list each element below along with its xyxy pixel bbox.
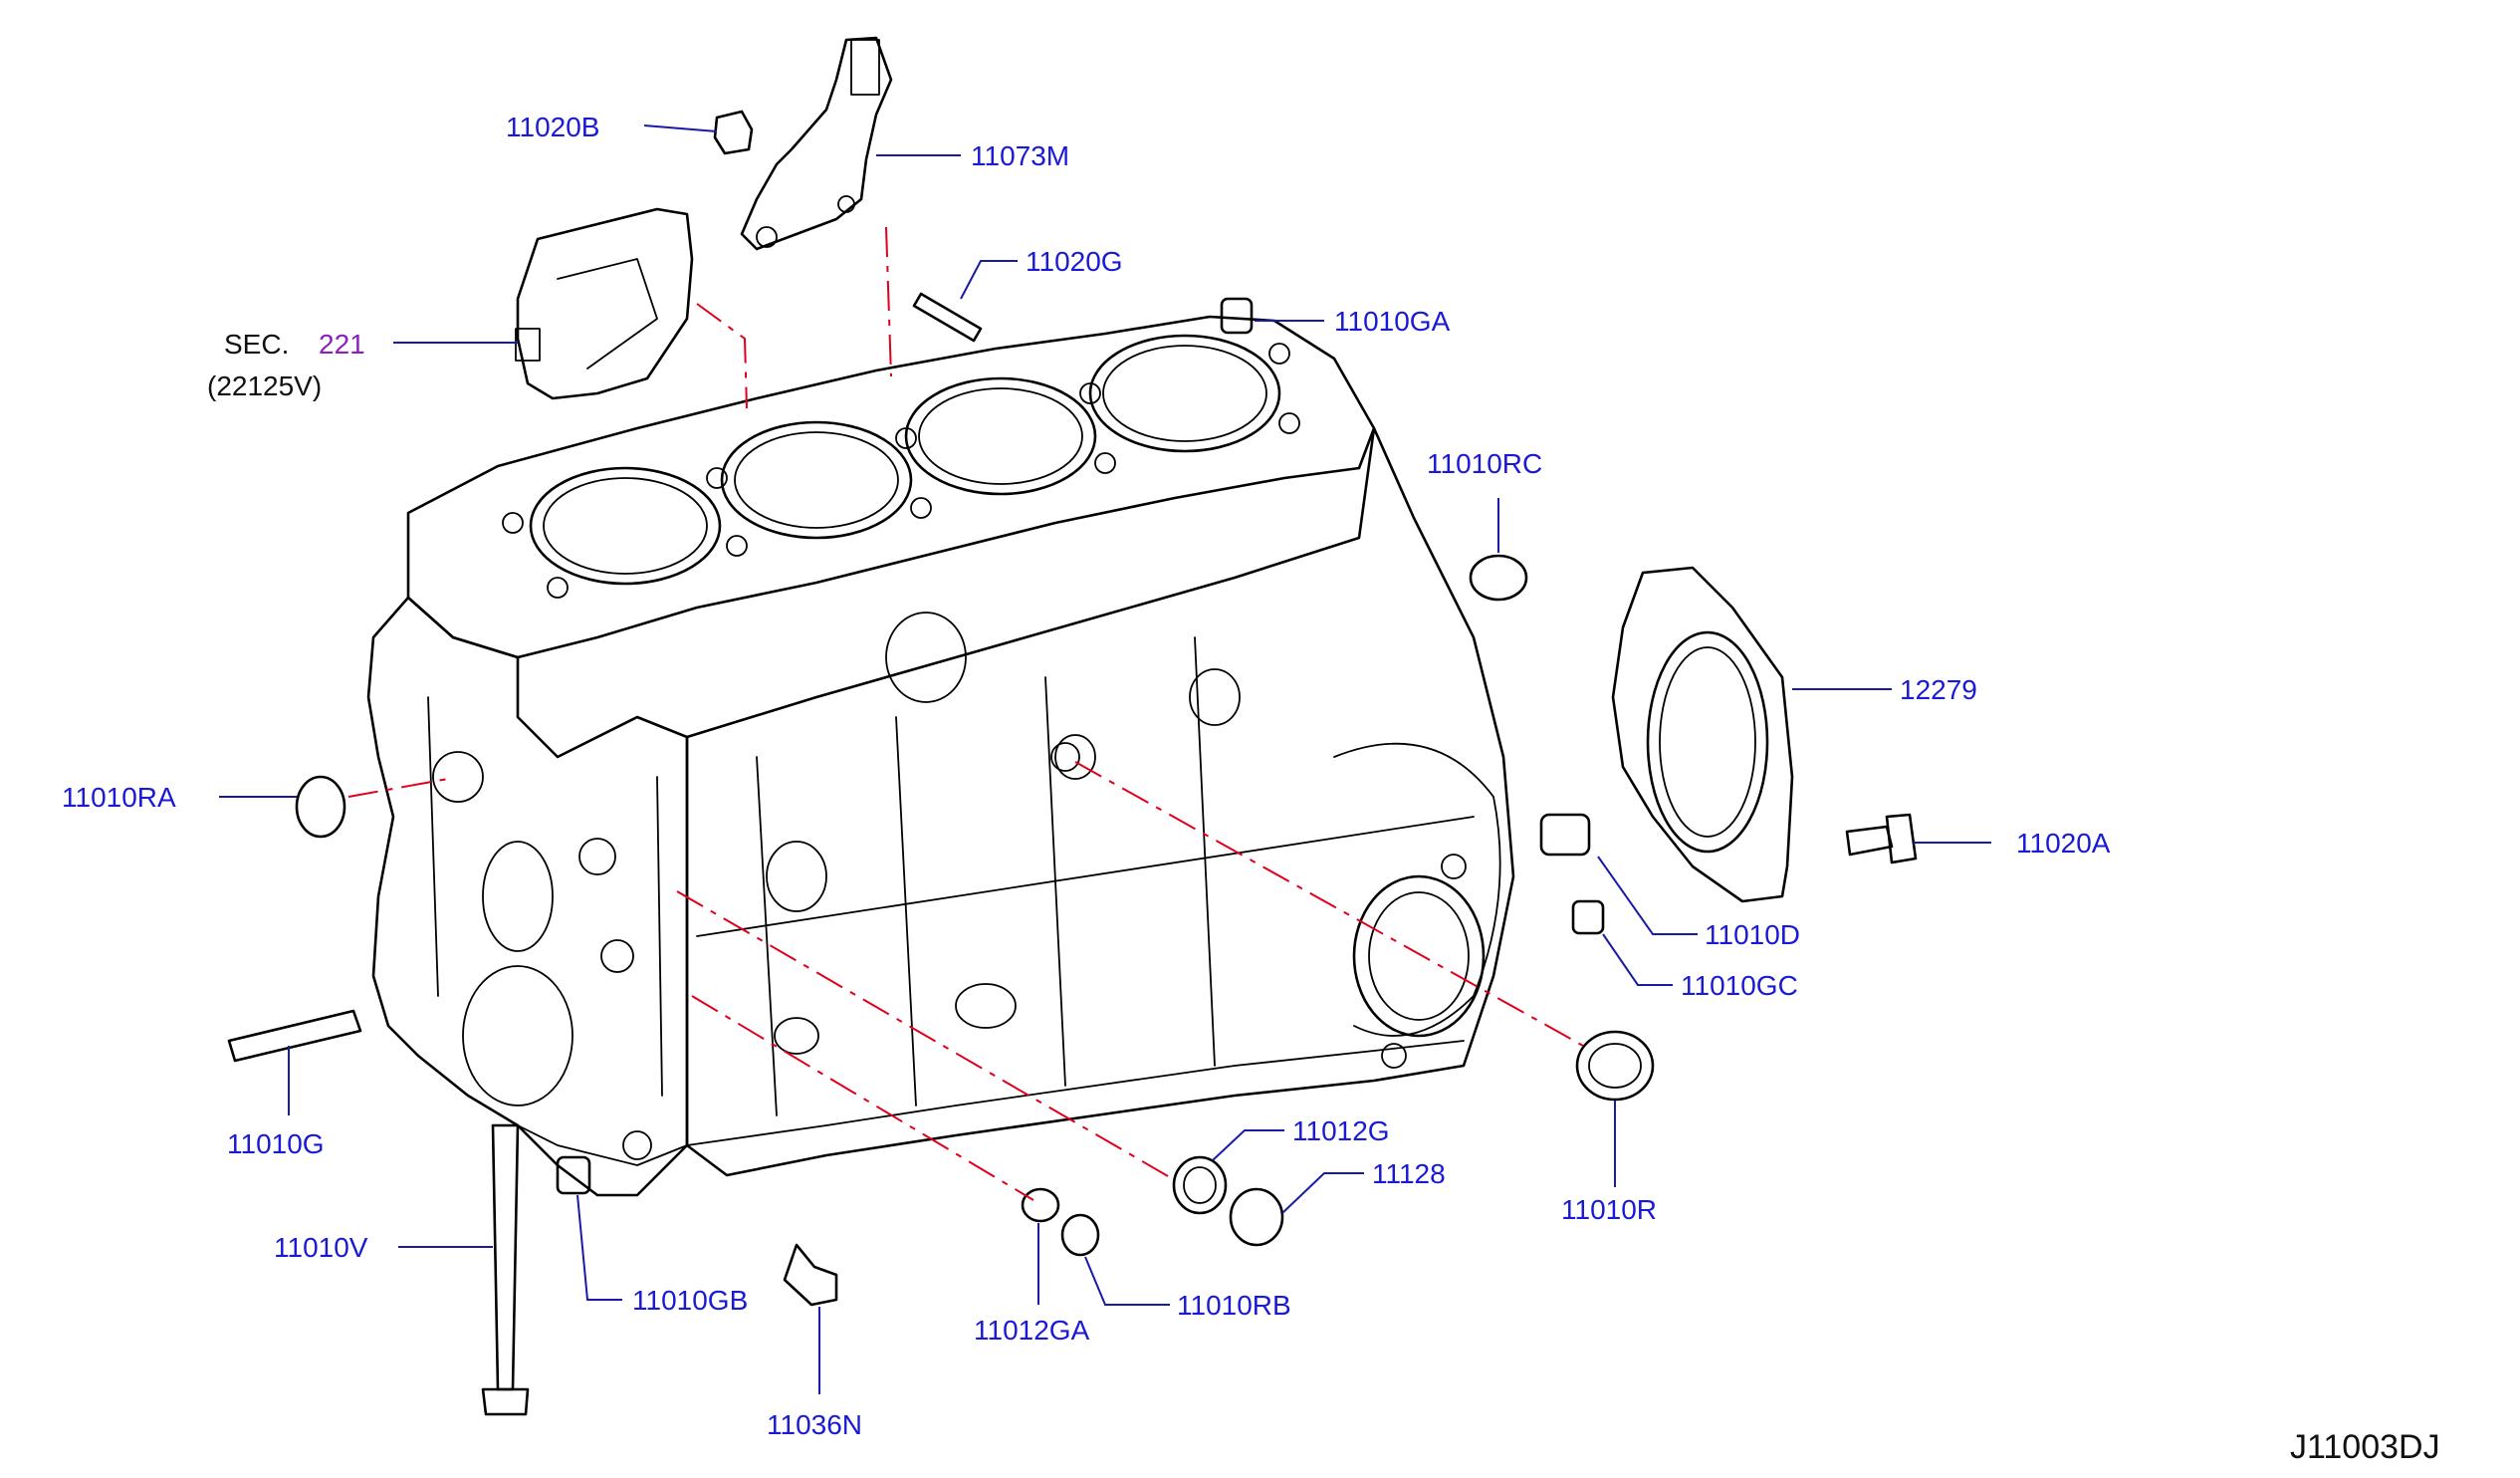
label-11010V: 11010V (274, 1232, 368, 1263)
label-11036N: 11036N (767, 1409, 862, 1440)
label-11010GB: 11010GB (632, 1285, 748, 1316)
small-parts-drawings (227, 110, 1918, 1416)
label-11010GC: 11010GC (1681, 970, 1798, 1001)
label-11012G: 11012G (1292, 1115, 1390, 1146)
label-11010D: 11010D (1705, 919, 1800, 950)
alignment-lines (347, 226, 1584, 1201)
bracket-11073m-drawing (740, 36, 893, 251)
section-sub: (22125V) (207, 370, 322, 401)
section-number: 221 (319, 329, 365, 360)
label-11020B: 11020B (506, 112, 599, 142)
label-11010G: 11010G (227, 1128, 325, 1159)
cylinder-block-drawing (366, 315, 1515, 1197)
chain-case-cover-drawing (515, 207, 694, 400)
label-11010GA: 11010GA (1334, 306, 1451, 337)
label-11073M: 11073M (971, 140, 1069, 171)
label-11010R: 11010R (1561, 1194, 1657, 1225)
label-11020A: 11020A (2016, 828, 2111, 859)
label-12279: 12279 (1900, 674, 1977, 705)
section-prefix: SEC. (224, 329, 289, 360)
label-11128: 11128 (1372, 1158, 1446, 1189)
part-labels: 11020B 11073M 11020G 11010GA 11010RC 122… (62, 112, 2111, 1440)
leader-lines (219, 124, 1991, 1394)
label-11010RA: 11010RA (62, 782, 176, 813)
diagram-code: J11003DJ (2290, 1428, 2440, 1466)
label-11012GA: 11012GA (974, 1315, 1090, 1346)
label-11020G: 11020G (1026, 246, 1123, 277)
section-reference: SEC. 221 (22125V) (207, 329, 365, 401)
label-11010RB: 11010RB (1177, 1290, 1291, 1321)
label-11010RC: 11010RC (1427, 448, 1542, 479)
